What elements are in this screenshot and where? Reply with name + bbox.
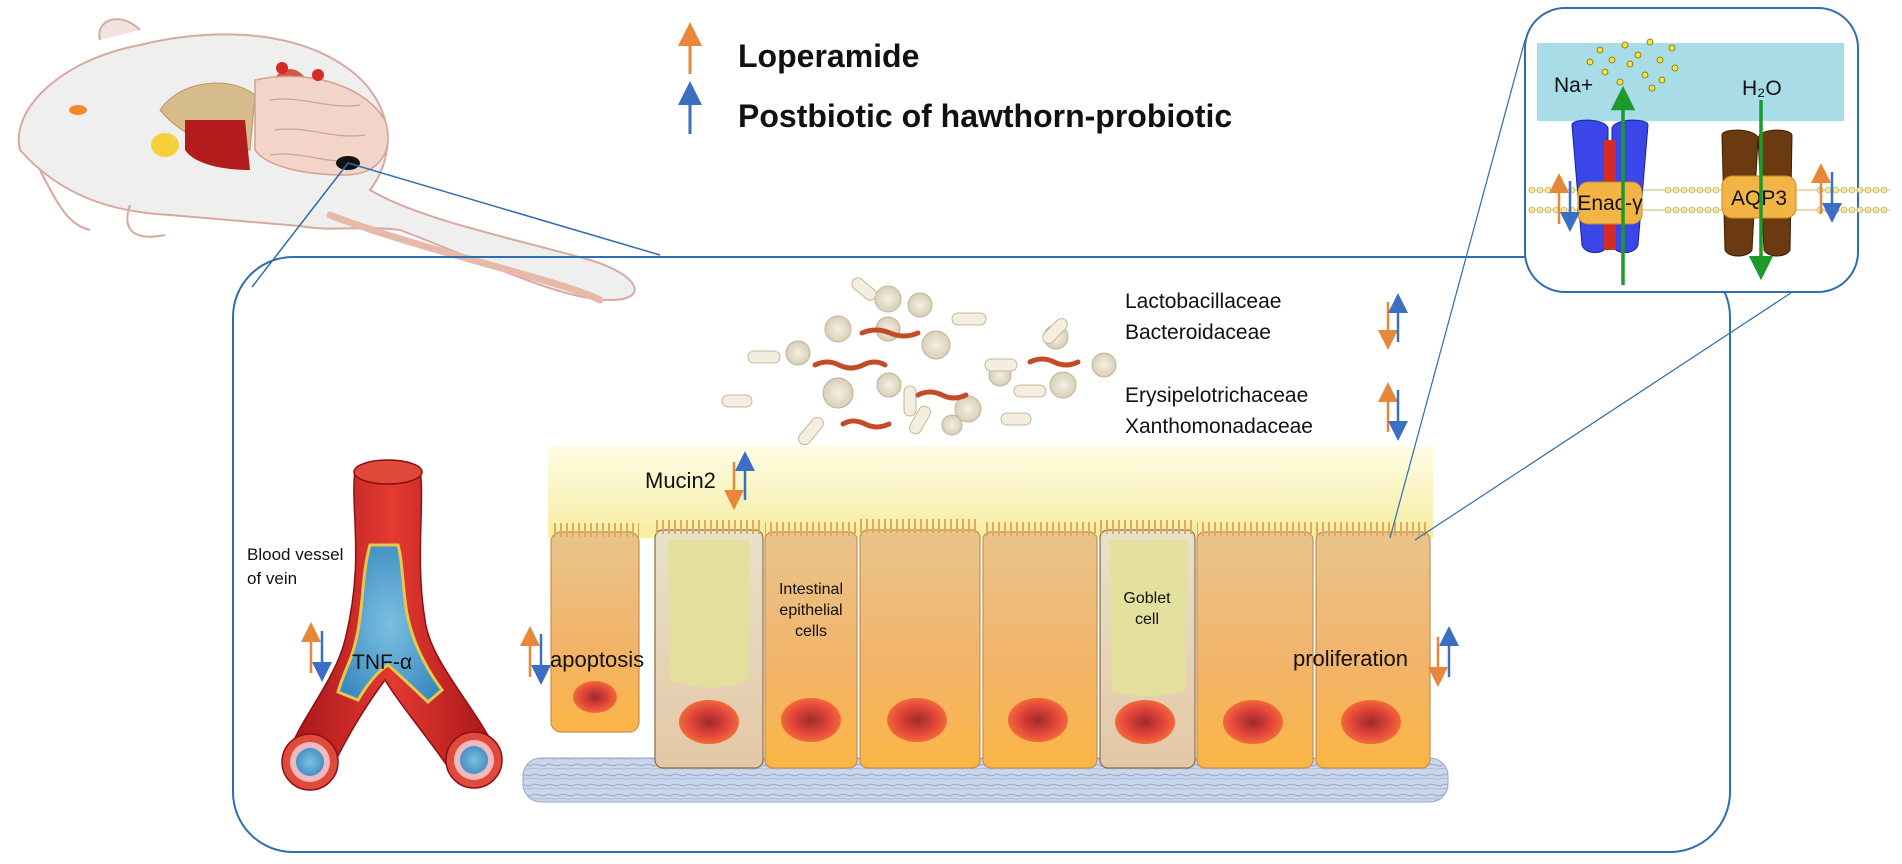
aqp3-label: AQP3 (1731, 187, 1787, 210)
h2o-label: H₂O (1742, 77, 1782, 100)
aqp3-channel: AQP3 (1721, 100, 1797, 281)
legend: Loperamide Postbiotic of hawthorn-probio… (678, 22, 1232, 134)
epithelial-layer (550, 519, 1431, 769)
legend-loperamide-label: Loperamide (738, 38, 919, 74)
sodium-particles (1586, 38, 1679, 92)
vessel-label-line2: of vein (247, 569, 297, 588)
vessel-cross-section-right (445, 731, 503, 789)
vessel-cross-section-left (281, 733, 339, 791)
bacteria-families: Lactobacillaceae Bacteroidaceae Erysipel… (1125, 290, 1408, 441)
mouse-eye (69, 105, 87, 115)
epithelial-label-line1: Intestinal (779, 581, 843, 598)
enac-label: Enac-γ (1577, 192, 1643, 215)
membrane-transport-inset: Na+ H₂O Enac-γ AQP3 (1524, 7, 1890, 293)
enac-label-box (1577, 181, 1643, 225)
aqp3-label-box (1721, 175, 1797, 219)
family-erysipelotrichaceae: Erysipelotrichaceae (1125, 384, 1308, 407)
mucin2-label: Mucin2 (645, 468, 716, 493)
epithelial-label-line2: epithelial (779, 602, 842, 619)
vessel-label-line1: Blood vessel (247, 545, 343, 564)
goblet-label-line2: cell (1135, 611, 1159, 628)
goblet-label-line1: Goblet (1123, 590, 1171, 607)
mouse-illustration (17, 18, 636, 304)
intestine-panel-frame (232, 256, 1731, 853)
legend-postbiotic-label: Postbiotic of hawthorn-probiotic (738, 98, 1232, 134)
epithelial-label-line3: cells (795, 623, 827, 640)
blood-vessel-illustration (281, 459, 503, 791)
na-label: Na+ (1554, 74, 1593, 97)
gut-microbiota-cluster (721, 277, 1117, 446)
tnf-alpha-label: TNF-α (352, 651, 412, 674)
lumen-water-band (1537, 43, 1844, 121)
family-xanthomonadaceae: Xanthomonadaceae (1125, 415, 1313, 438)
family-bacteroidaceae: Bacteroidaceae (1125, 321, 1271, 344)
proliferation-label: proliferation (1293, 646, 1408, 671)
family-lactobacillaceae: Lactobacillaceae (1125, 290, 1281, 313)
apoptosis-label: apoptosis (550, 647, 644, 672)
enac-channel: Enac-γ (1571, 85, 1649, 285)
